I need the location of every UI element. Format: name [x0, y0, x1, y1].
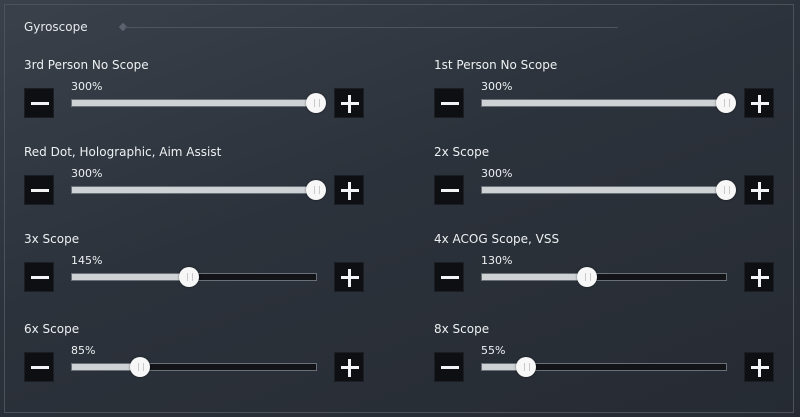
gyroscope-panel: [4, 4, 794, 413]
minus-icon: [31, 102, 49, 105]
slider-label: 3rd Person No Scope: [24, 58, 149, 72]
decrease-button[interactable]: [24, 262, 54, 292]
slider-label: 8x Scope: [434, 322, 490, 336]
slider-thumb[interactable]: [515, 357, 536, 377]
decrease-button[interactable]: [24, 88, 54, 118]
slider-fill: [72, 364, 141, 370]
slider-track[interactable]: [71, 267, 317, 287]
slider-fill: [482, 187, 726, 193]
section-title: Gyroscope: [24, 20, 88, 34]
minus-icon: [31, 366, 49, 369]
decrease-button[interactable]: [24, 175, 54, 205]
slider-fill: [482, 274, 587, 280]
slider-row-4x-acog-scope: 4x ACOG Scope, VSS 130%: [434, 232, 794, 312]
slider-label: 3x Scope: [24, 232, 80, 246]
slider-track[interactable]: [481, 93, 736, 113]
slider-value: 300%: [481, 80, 513, 93]
decrease-button[interactable]: [434, 88, 464, 118]
slider-thumb[interactable]: [179, 267, 200, 287]
decrease-button[interactable]: [434, 352, 464, 382]
slider-value: 55%: [481, 344, 506, 357]
slider-value: 130%: [481, 254, 513, 267]
slider-label: 6x Scope: [24, 322, 80, 336]
increase-button[interactable]: [744, 352, 774, 382]
slider-thumb[interactable]: [130, 357, 151, 377]
slider-track[interactable]: [481, 180, 736, 200]
slider-fill: [72, 187, 316, 193]
increase-button[interactable]: [334, 175, 364, 205]
increase-button[interactable]: [744, 175, 774, 205]
slider-label: 2x Scope: [434, 145, 490, 159]
slider-value: 300%: [481, 167, 513, 180]
slider-thumb[interactable]: [576, 267, 597, 287]
slider-track[interactable]: [71, 357, 317, 377]
minus-icon: [441, 189, 459, 192]
slider-row-8x-scope: 8x Scope 55%: [434, 322, 794, 402]
increase-button[interactable]: [744, 88, 774, 118]
slider-label: 4x ACOG Scope, VSS: [434, 232, 560, 246]
slider-fill: [482, 364, 526, 370]
slider-thumb[interactable]: [716, 180, 736, 200]
decrease-button[interactable]: [434, 175, 464, 205]
slider-row-6x-scope: 6x Scope 85%: [24, 322, 384, 402]
slider-row-1st-person-no-scope: 1st Person No Scope 300%: [434, 58, 794, 138]
slider-fill: [72, 100, 316, 106]
slider-row-3rd-person-no-scope: 3rd Person No Scope 300%: [24, 58, 384, 138]
slider-row-3x-scope: 3x Scope 145%: [24, 232, 384, 312]
increase-button[interactable]: [334, 88, 364, 118]
slider-label: 1st Person No Scope: [434, 58, 558, 72]
increase-button[interactable]: [334, 262, 364, 292]
decrease-button[interactable]: [24, 352, 54, 382]
slider-thumb[interactable]: [716, 93, 736, 113]
minus-icon: [441, 366, 459, 369]
slider-value: 300%: [71, 167, 103, 180]
increase-button[interactable]: [334, 352, 364, 382]
slider-track[interactable]: [481, 357, 727, 377]
minus-icon: [31, 189, 49, 192]
slider-track[interactable]: [71, 180, 326, 200]
minus-icon: [441, 102, 459, 105]
minus-icon: [441, 276, 459, 279]
slider-row-2x-scope: 2x Scope 300%: [434, 145, 794, 225]
slider-track[interactable]: [71, 93, 326, 113]
slider-track[interactable]: [481, 267, 727, 287]
slider-label: Red Dot, Holographic, Aim Assist: [24, 145, 222, 159]
slider-value: 145%: [71, 254, 103, 267]
slider-value: 300%: [71, 80, 103, 93]
increase-button[interactable]: [744, 262, 774, 292]
title-divider: [124, 27, 618, 28]
minus-icon: [31, 276, 49, 279]
slider-thumb[interactable]: [306, 180, 326, 200]
slider-fill: [482, 100, 726, 106]
slider-thumb[interactable]: [306, 93, 326, 113]
slider-row-red-dot-holographic: Red Dot, Holographic, Aim Assist 300%: [24, 145, 384, 225]
slider-fill: [72, 274, 190, 280]
slider-value: 85%: [71, 344, 96, 357]
decrease-button[interactable]: [434, 262, 464, 292]
